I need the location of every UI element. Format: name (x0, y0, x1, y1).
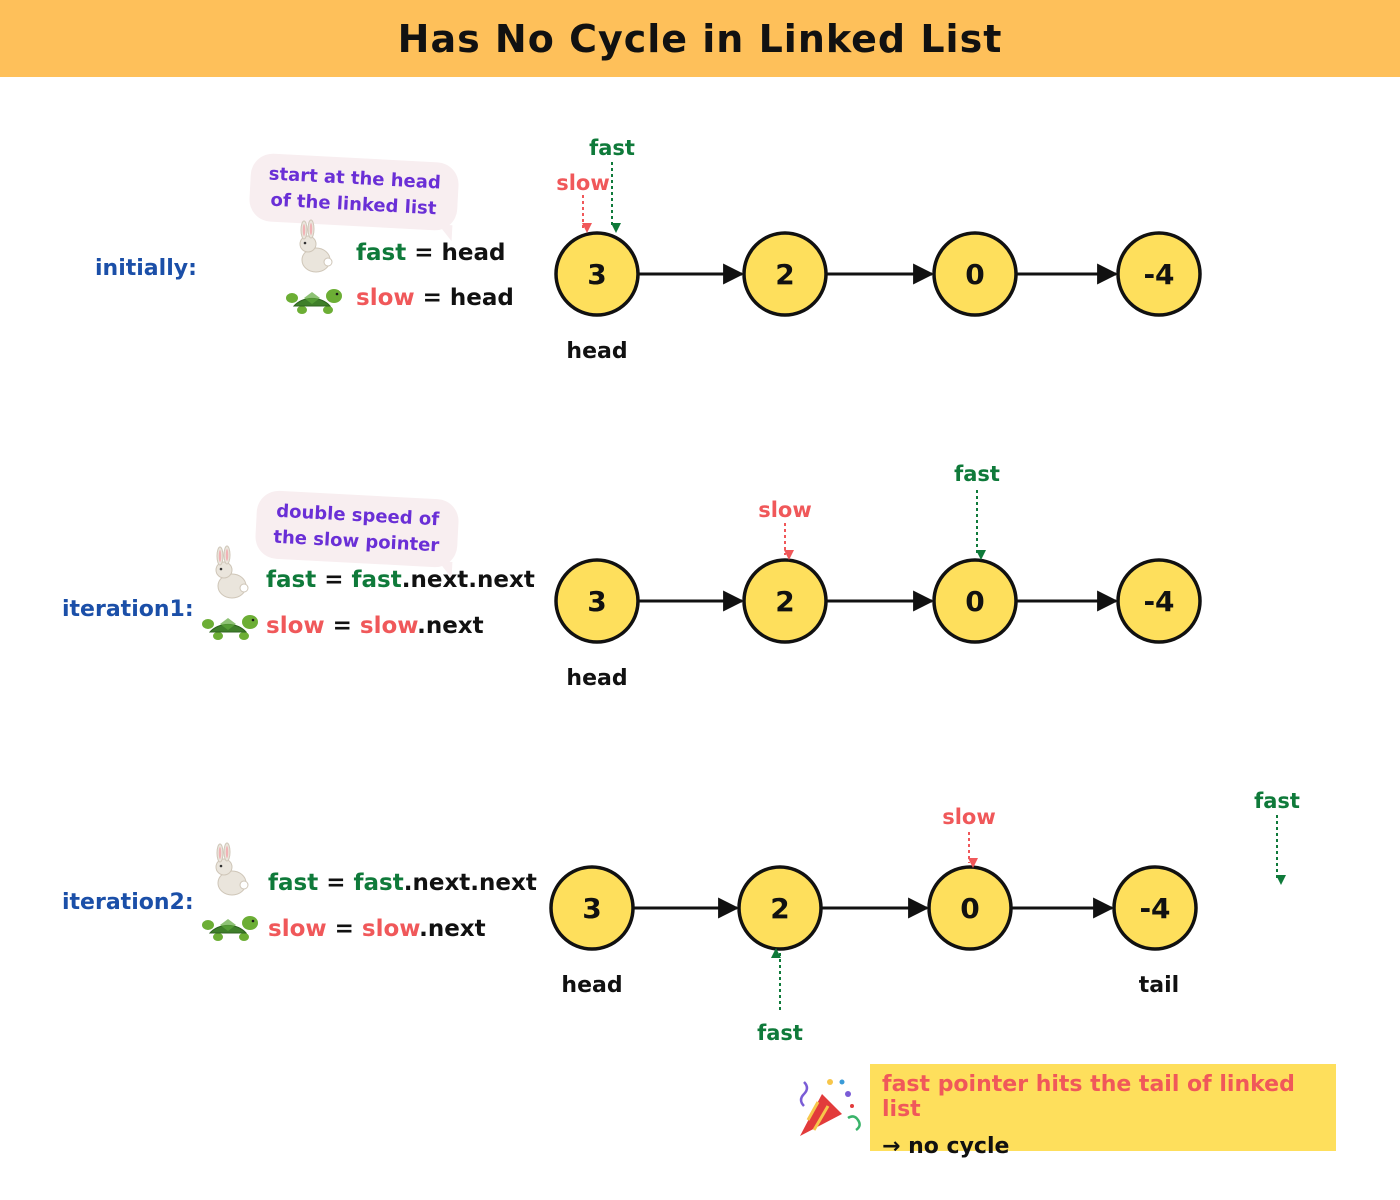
slow-pointer-label: slow (942, 805, 996, 829)
page-title: Has No Cycle in Linked List (397, 16, 1003, 61)
fast-word: fast (353, 870, 404, 896)
node-value: 2 (775, 258, 794, 291)
head-word: head (449, 285, 514, 311)
node-value: 3 (582, 892, 601, 925)
equals-sign: = (316, 567, 352, 593)
fast-word: fast (351, 567, 402, 593)
node-value: -4 (1139, 892, 1170, 925)
list-node (554, 558, 640, 644)
rabbit-icon (215, 842, 249, 896)
step-label-iteration2: iteration2: (62, 890, 194, 915)
slow-pointer-label: slow (758, 498, 812, 522)
fast-pointer-label: fast (954, 462, 1000, 486)
fast-word: fast (268, 870, 319, 896)
next-next-word: .next.next (401, 567, 535, 593)
node-value: 2 (775, 585, 794, 618)
result-box: fast pointer hits the tail of linked lis… (870, 1064, 1336, 1159)
turtle-icon (285, 288, 343, 315)
slow-word: slow (268, 916, 327, 942)
fast-word: fast (356, 240, 407, 266)
list-node (932, 231, 1018, 317)
next-next-word: .next.next (403, 870, 537, 896)
list-node (554, 231, 640, 317)
node-value: 2 (770, 892, 789, 925)
title-banner: Has No Cycle in Linked List (0, 0, 1400, 77)
rabbit-icon (215, 545, 249, 599)
result-line-2: → no cycle (882, 1134, 1010, 1159)
turtle-icon (201, 915, 259, 942)
equals-sign: = (324, 613, 360, 639)
list-node (549, 865, 635, 951)
equals-sign: = (318, 870, 354, 896)
code-fast-iteration2: fast = fast.next.next (268, 870, 537, 896)
turtle-icon (201, 614, 259, 641)
slow-word: slow (266, 613, 325, 639)
list-node (1116, 558, 1202, 644)
step-label-initially: initially: (95, 256, 197, 281)
list-node (932, 558, 1018, 644)
next-word: .next (417, 613, 484, 639)
node-value: 0 (965, 258, 984, 291)
fast-pointer-label: fast (589, 136, 635, 160)
node-value: -4 (1143, 585, 1174, 618)
code-slow-iteration2: slow = slow.next (268, 916, 486, 942)
tail-label: tail (1139, 973, 1179, 998)
rabbit-icon (299, 219, 333, 273)
node-value: 3 (587, 258, 606, 291)
result-line-1: fast pointer hits the tail of linked lis… (882, 1072, 1295, 1122)
node-value: 0 (960, 892, 979, 925)
step-label-iteration1: iteration1: (62, 597, 194, 622)
code-fast-initially: fast = head (356, 240, 505, 266)
list-node (1112, 865, 1198, 951)
party-popper-icon (799, 1079, 861, 1136)
code-slow-iteration1: slow = slow.next (266, 613, 484, 639)
equals-sign: = (326, 916, 362, 942)
slow-word: slow (356, 285, 415, 311)
list-node (742, 231, 828, 317)
code-fast-iteration1: fast = fast.next.next (266, 567, 535, 593)
fast-pointer-label: fast (757, 1021, 803, 1045)
slow-word: slow (359, 613, 418, 639)
list-node (1116, 231, 1202, 317)
node-value: 0 (965, 585, 984, 618)
node-value: -4 (1143, 258, 1174, 291)
fast-pointer-label: fast (1254, 789, 1300, 813)
fast-word: fast (266, 567, 317, 593)
head-word: head (441, 240, 506, 266)
slow-pointer-label: slow (556, 171, 610, 195)
code-slow-initially: slow = head (356, 285, 514, 311)
list-node (742, 558, 828, 644)
equals-sign: = (414, 285, 450, 311)
head-label: head (566, 339, 627, 364)
head-label: head (566, 666, 627, 691)
equals-sign: = (406, 240, 442, 266)
slow-word: slow (361, 916, 420, 942)
node-value: 3 (587, 585, 606, 618)
next-word: .next (419, 916, 486, 942)
head-label: head (561, 973, 622, 998)
